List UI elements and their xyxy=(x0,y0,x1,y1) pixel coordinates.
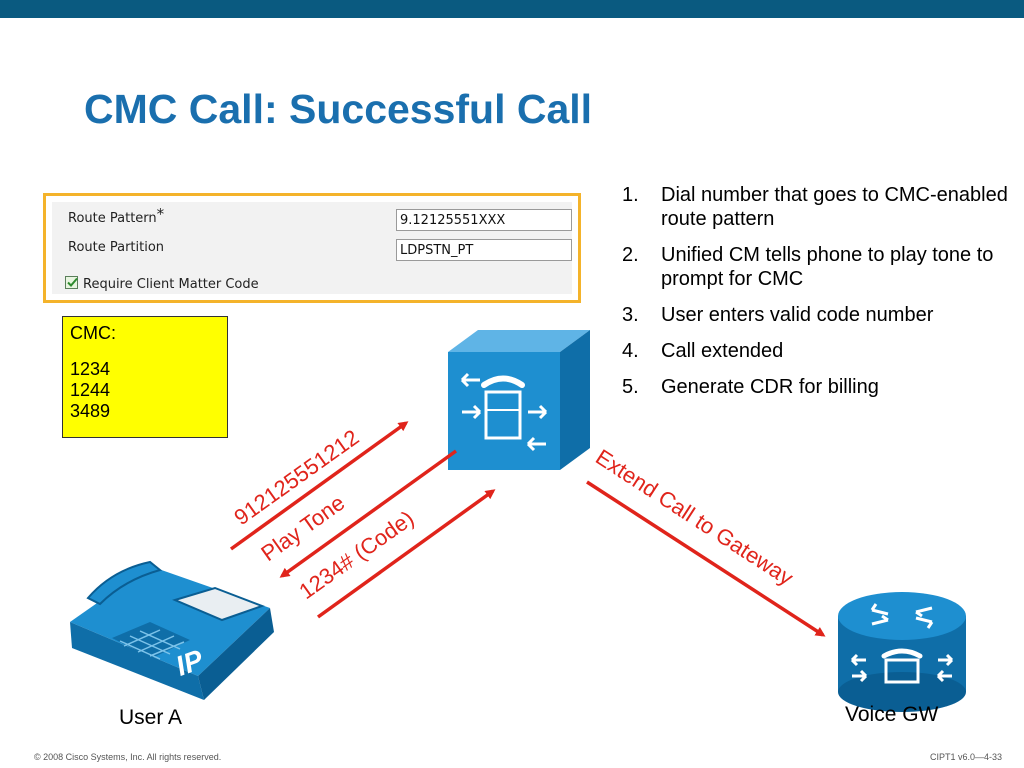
step-item: 5. Generate CDR for billing xyxy=(622,375,1012,399)
route-partition-input[interactable]: LDPSTN_PT xyxy=(396,239,572,261)
step-number: 1. xyxy=(622,184,639,206)
step-text: Unified CM tells phone to play tone to p… xyxy=(661,244,994,290)
dial-arrow xyxy=(229,421,409,551)
step-number: 4. xyxy=(622,340,639,362)
route-partition-label: Route Partition xyxy=(68,240,165,255)
route-pattern-label: Route Pattern xyxy=(68,211,157,226)
route-pattern-label-wrap: Route Pattern* xyxy=(68,205,165,226)
code-arrow xyxy=(316,489,496,619)
step-item: 1. Dial number that goes to CMC-enabled r… xyxy=(622,183,1012,231)
extend-call-arrow xyxy=(586,480,826,637)
unified-cm-server-icon xyxy=(448,330,590,470)
checkmark-icon xyxy=(67,277,78,287)
step-text: Generate CDR for billing xyxy=(661,376,879,398)
cmc-code: 1244 xyxy=(70,380,111,400)
route-pattern-input[interactable]: 9.12125551XXX xyxy=(396,209,572,231)
course-code-footer: CIPT1 v6.0—4-33 xyxy=(929,752,1002,762)
ip-phone-icon: IP xyxy=(70,560,274,700)
step-text: Call extended xyxy=(661,340,784,362)
required-marker: * xyxy=(156,205,165,223)
step-item: 4. Call extended xyxy=(622,339,1012,363)
slide-title: CMC Call: Successful Call xyxy=(84,86,593,132)
require-cmc-label: Require Client Matter Code xyxy=(83,277,259,292)
steps-list: 1. Dial number that goes to CMC-enabled r… xyxy=(622,183,1012,411)
voice-gw-label: Voice GW xyxy=(845,703,939,726)
step-number: 2. xyxy=(622,244,639,266)
voice-gateway-icon xyxy=(838,592,966,712)
user-a-label: User A xyxy=(119,706,183,729)
cmc-code: 1234 xyxy=(70,359,111,379)
step-number: 3. xyxy=(622,304,639,326)
cmc-code: 3489 xyxy=(70,401,111,421)
step-text: User enters valid code number xyxy=(661,304,934,326)
play-tone-arrow xyxy=(279,449,458,578)
cmc-codes-box: CMC: 1234 1244 3489 xyxy=(62,316,228,438)
extend-call-label: Extend Call to Gateway xyxy=(591,444,797,590)
require-cmc-checkbox[interactable] xyxy=(65,276,78,289)
step-text: Dial number that goes to CMC-enabled rou… xyxy=(661,184,1008,230)
step-number: 5. xyxy=(622,376,639,398)
step-item: 3. User enters valid code number xyxy=(622,303,1012,327)
step-item: 2. Unified CM tells phone to play tone to… xyxy=(622,243,1012,291)
cmc-label: CMC: xyxy=(70,323,116,343)
header-bar xyxy=(0,0,1024,18)
copyright-footer: © 2008 Cisco Systems, Inc. All rights re… xyxy=(34,752,222,762)
